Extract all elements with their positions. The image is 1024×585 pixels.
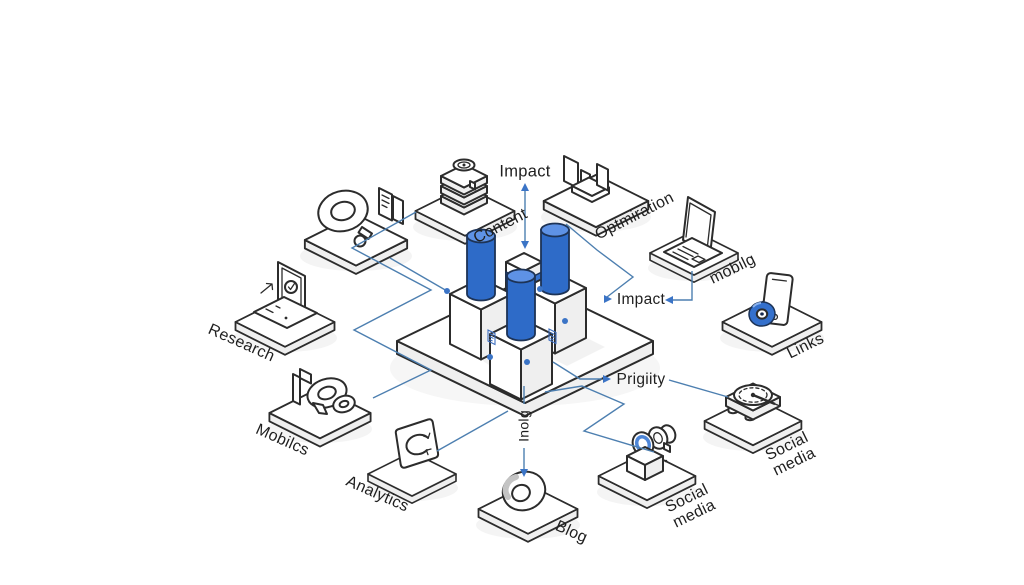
node-links — [720, 272, 824, 356]
layer-stack-icon — [440, 158, 488, 216]
label-priority: Prigiity — [616, 370, 666, 388]
connection-arrows — [520, 183, 673, 477]
phone-ring-icon — [748, 272, 794, 327]
label-index-vertical: Inolg — [515, 410, 532, 442]
node-analytics — [366, 418, 458, 505]
gauge-icon — [725, 382, 781, 422]
node-social-media-right — [703, 382, 803, 454]
connection-dots — [444, 286, 568, 365]
node-mobilcs — [268, 368, 372, 448]
label-impact-right: Impact — [616, 290, 666, 308]
refresh-panel-icon — [394, 418, 440, 469]
laptop-icon — [663, 196, 723, 268]
node-optimization — [541, 155, 651, 237]
connection-lines — [350, 186, 729, 473]
node-blog — [476, 470, 580, 543]
node-search — [300, 187, 412, 275]
label-impact-top: Impact — [499, 162, 551, 181]
blocks-icon — [563, 155, 610, 203]
laptop-check-icon — [253, 261, 318, 329]
contraption-icon — [292, 368, 356, 415]
node-mobile-top — [648, 196, 740, 284]
donut-icon — [501, 470, 547, 512]
pedestal-glyphs — [487, 328, 557, 346]
node-research — [233, 261, 337, 356]
